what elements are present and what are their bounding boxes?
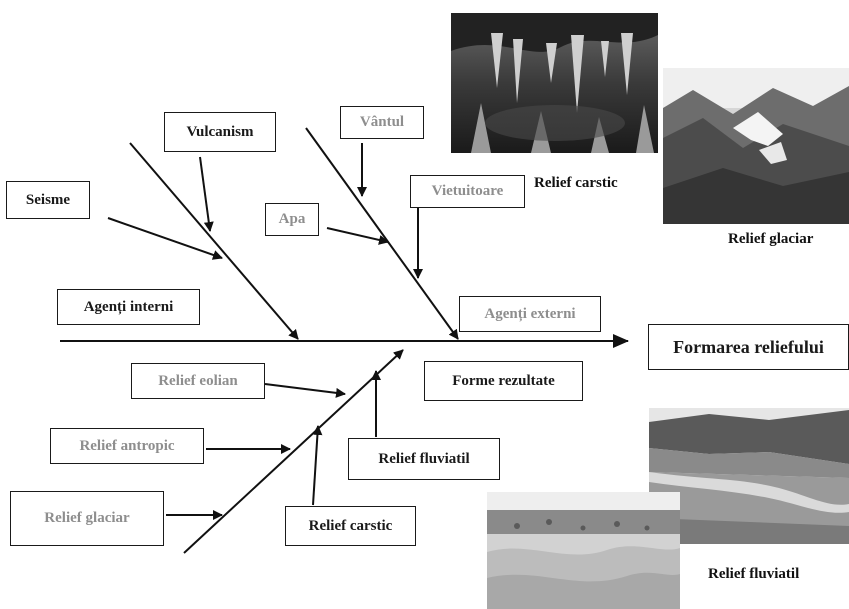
- internal-agents-box: Agenți interni: [57, 289, 200, 325]
- arrow-carstic: [312, 425, 323, 506]
- effect-box: Formarea reliefului: [648, 324, 849, 370]
- vulcanism-box: Vulcanism: [164, 112, 276, 152]
- seisme-box: Seisme: [6, 181, 90, 219]
- fluviatil-box: Relief fluviatil: [348, 438, 500, 480]
- arrow-eolian: [264, 383, 346, 398]
- river-photo: [649, 408, 849, 544]
- arrow-apa: [326, 227, 389, 245]
- external-bone: [305, 127, 459, 340]
- vantul-box: Vântul: [340, 106, 424, 139]
- external-agents-box: Agenți externi: [459, 296, 601, 332]
- arrow-seisme: [107, 217, 223, 260]
- internal-bone: [129, 142, 299, 340]
- results-box: Forme rezultate: [424, 361, 583, 401]
- arrow-vulcanism: [199, 156, 214, 232]
- glaciar-box: Relief glaciar: [10, 491, 164, 546]
- glacier-photo: [663, 68, 849, 224]
- eolian-box: Relief eolian: [131, 363, 265, 399]
- caption-carstic: Relief carstic: [534, 175, 618, 191]
- caption-fluviatil: Relief fluviatil: [708, 566, 800, 582]
- carstic-box: Relief carstic: [285, 506, 416, 546]
- desert-photo: [487, 492, 680, 609]
- apa-box: Apa: [265, 203, 319, 236]
- antropic-box: Relief antropic: [50, 428, 204, 464]
- vietuitoare-box: Vietuitoare: [410, 175, 525, 208]
- karst-cave-photo: [451, 13, 658, 153]
- caption-glaciar: Relief glaciar: [728, 231, 814, 247]
